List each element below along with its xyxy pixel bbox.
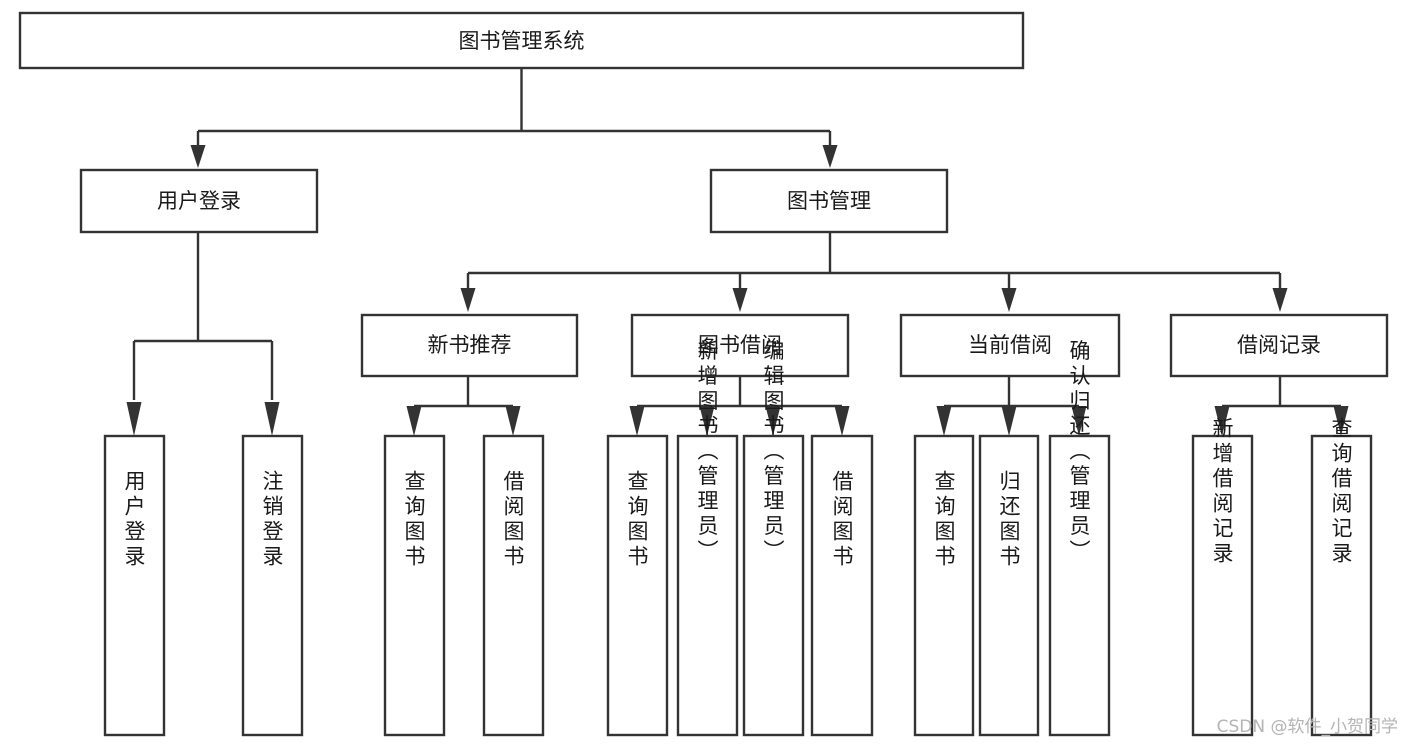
watermark-label: CSDN @软件_小贺同学 <box>1217 717 1398 737</box>
node-root-label: 图书管理系统 <box>459 29 585 53</box>
node-leaf-user-login-box[interactable] <box>103 434 166 737</box>
node-new-book-recommend-label: 新书推荐 <box>428 333 512 357</box>
arrow-to-leaf-edit-book <box>765 406 781 436</box>
arrow-to-leaf-return-book <box>1001 406 1017 436</box>
arrow-to-leaf-query-book-3 <box>936 406 952 436</box>
node-leaf-query-book-3-label: 查询图书 <box>932 470 956 570</box>
arrow-to-leaf-user-login <box>126 402 142 436</box>
arrow-to-leaf-query-record <box>1333 406 1349 436</box>
node-book-borrow-label: 图书借阅 <box>698 333 782 357</box>
node-new-book-recommend[interactable]: 新书推荐 <box>360 313 579 378</box>
node-leaf-borrow-book-2[interactable]: 借阅图书 <box>810 434 874 737</box>
node-leaf-borrow-book-1[interactable]: 借阅图书 <box>482 434 545 737</box>
node-book-borrow-box[interactable] <box>630 313 850 378</box>
node-leaf-query-book-1[interactable]: 查询图书 <box>383 434 446 737</box>
node-borrow-record-box[interactable] <box>1169 313 1389 378</box>
arrow-to-borrow-record <box>1272 288 1288 312</box>
node-leaf-borrow-book-2-box[interactable] <box>810 434 874 737</box>
arrow-to-new-book-recommend <box>460 288 476 312</box>
node-borrow-record[interactable]: 借阅记录 <box>1169 313 1389 378</box>
node-leaf-user-login-label: 用户登录 <box>122 470 146 570</box>
node-leaf-add-record-box[interactable] <box>1191 434 1254 737</box>
node-new-book-recommend-box[interactable] <box>360 313 579 378</box>
arrow-to-leaf-borrow-book-1 <box>505 406 521 436</box>
edge-group <box>126 68 1349 436</box>
node-leaf-logout-login-label: 注销登录 <box>260 470 284 570</box>
node-user-login-box[interactable] <box>79 168 319 234</box>
node-leaf-add-record-label: 新增借阅记录 <box>1210 417 1234 567</box>
node-leaf-query-record-label: 查询借阅记录 <box>1329 417 1353 567</box>
arrow-to-current-borrow <box>1001 288 1017 312</box>
arrow-to-leaf-query-book-1 <box>406 406 422 436</box>
arrow-to-leaf-add-book <box>699 406 715 436</box>
node-leaf-confirm-return[interactable]: 确认归还（管理员） <box>1048 340 1111 737</box>
node-leaf-return-book-box[interactable] <box>978 434 1040 737</box>
node-leaf-edit-book[interactable]: 编辑图书（管理员） <box>742 340 805 737</box>
arrow-to-leaf-borrow-book-2 <box>834 406 850 436</box>
node-leaf-edit-book-label: 编辑图书（管理员） <box>761 340 785 565</box>
node-leaf-query-record-box[interactable] <box>1310 434 1373 737</box>
node-current-borrow-box[interactable] <box>899 313 1121 378</box>
node-book-manage[interactable]: 图书管理 <box>709 168 949 234</box>
node-leaf-query-record[interactable]: 查询借阅记录 <box>1310 417 1373 737</box>
node-user-login[interactable]: 用户登录 <box>79 168 319 234</box>
node-leaf-logout-login-box[interactable] <box>241 434 304 737</box>
arrow-to-leaf-add-record <box>1214 406 1230 436</box>
node-leaf-confirm-return-label: 确认归还（管理员） <box>1067 340 1091 565</box>
arrow-to-user-login <box>190 145 206 168</box>
node-leaf-borrow-book-1-box[interactable] <box>482 434 545 737</box>
node-book-borrow[interactable]: 图书借阅 <box>630 313 850 378</box>
arrow-to-book-manage <box>822 145 838 168</box>
node-leaf-query-book-3[interactable]: 查询图书 <box>913 434 975 737</box>
node-root-box[interactable] <box>18 11 1025 70</box>
node-borrow-record-label: 借阅记录 <box>1237 333 1321 357</box>
node-book-manage-label: 图书管理 <box>787 189 871 213</box>
node-leaf-add-book[interactable]: 新增图书（管理员） <box>676 340 739 737</box>
arrow-to-leaf-query-book-2 <box>629 406 645 436</box>
node-user-login-label: 用户登录 <box>157 189 241 213</box>
node-leaf-query-book-3-box[interactable] <box>913 434 975 737</box>
node-leaf-query-book-1-label: 查询图书 <box>402 470 426 570</box>
node-leaf-return-book[interactable]: 归还图书 <box>978 434 1040 737</box>
node-leaf-query-book-2[interactable]: 查询图书 <box>606 434 669 737</box>
node-leaf-return-book-label: 归还图书 <box>997 470 1021 570</box>
arrow-to-book-borrow <box>732 288 748 312</box>
node-root[interactable]: 图书管理系统 <box>18 11 1025 70</box>
node-leaf-borrow-book-2-label: 借阅图书 <box>830 470 854 570</box>
node-leaf-borrow-book-1-label: 借阅图书 <box>501 470 525 570</box>
node-leaf-user-login[interactable]: 用户登录 <box>103 434 166 737</box>
arrow-to-leaf-logout-login <box>264 402 280 436</box>
node-book-manage-box[interactable] <box>709 168 949 234</box>
node-leaf-query-book-1-box[interactable] <box>383 434 446 737</box>
node-current-borrow[interactable]: 当前借阅 <box>899 313 1121 378</box>
node-leaf-confirm-return-box[interactable] <box>1048 434 1111 737</box>
node-leaf-add-record[interactable]: 新增借阅记录 <box>1191 417 1254 737</box>
node-leaf-query-book-2-box[interactable] <box>606 434 669 737</box>
node-leaf-edit-book-box[interactable] <box>742 434 805 737</box>
node-leaf-add-book-box[interactable] <box>676 434 739 737</box>
node-current-borrow-label: 当前借阅 <box>968 333 1052 357</box>
node-leaf-logout-login[interactable]: 注销登录 <box>241 434 304 737</box>
node-leaf-query-book-2-label: 查询图书 <box>625 470 649 570</box>
node-leaf-add-book-label: 新增图书（管理员） <box>695 340 719 565</box>
arrow-to-leaf-confirm-return <box>1071 406 1087 436</box>
